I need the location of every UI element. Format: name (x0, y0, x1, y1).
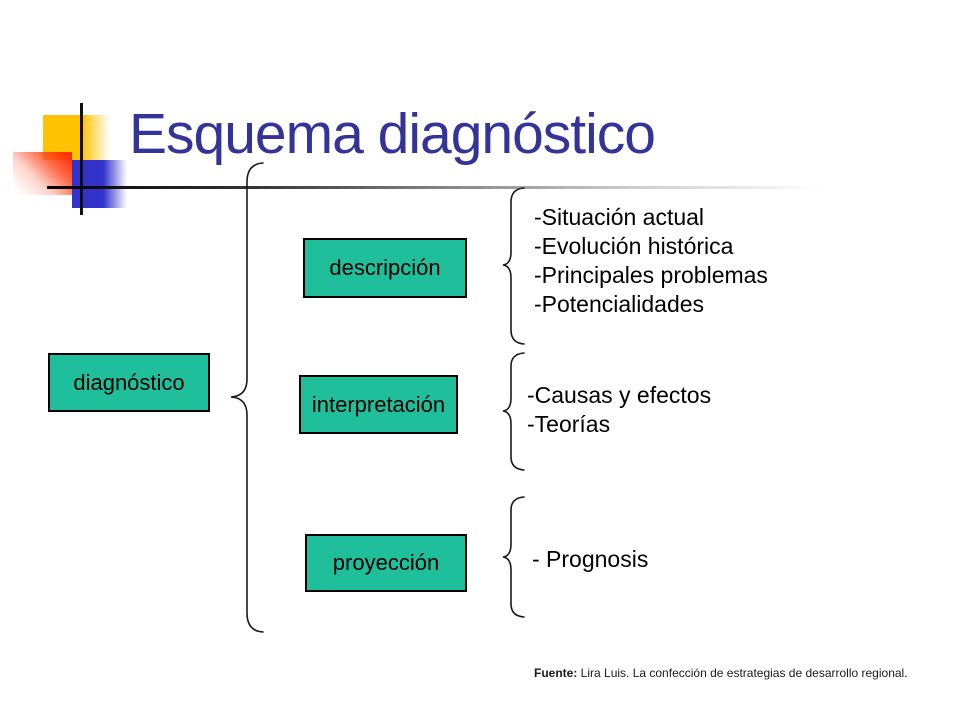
decor-vertical-line (80, 103, 83, 215)
list-proyeccion: - Prognosis (532, 545, 648, 574)
list-item: -Teorías (527, 411, 611, 437)
brace-descripcion (502, 187, 525, 345)
source-label: Fuente: (534, 666, 578, 680)
list-item: -Evolución histórica (534, 233, 734, 259)
title-underline (47, 186, 857, 189)
list-item: -Causas y efectos (527, 382, 712, 408)
node-diagnostico: diagnóstico (48, 353, 210, 412)
source-footnote: Fuente: Lira Luis. La confección de estr… (534, 666, 908, 680)
page-title: Esquema diagnóstico (129, 102, 656, 166)
list-item: -Principales problemas (534, 262, 768, 288)
node-proyeccion-label: proyección (332, 550, 440, 575)
list-item: -Potencialidades (534, 291, 705, 317)
list-item: - Prognosis (532, 546, 649, 572)
brace-interpretacion (502, 352, 525, 471)
brace-root (230, 162, 264, 633)
list-descripcion: -Situación actual -Evolución histórica -… (534, 203, 768, 319)
list-item: -Situación actual (534, 204, 705, 230)
node-diagnostico-label: diagnóstico (73, 369, 185, 395)
node-descripcion-label: descripción (329, 255, 441, 280)
source-text: Lira Luis. La confección de estrategias … (577, 666, 908, 680)
brace-proyeccion (502, 496, 525, 618)
node-interpretacion: interpretación (299, 375, 458, 434)
list-interpretacion: -Causas y efectos -Teorías (527, 381, 711, 439)
node-interpretacion-label: interpretación (311, 391, 446, 417)
node-descripcion: descripción (303, 238, 467, 298)
node-proyeccion: proyección (305, 534, 467, 592)
